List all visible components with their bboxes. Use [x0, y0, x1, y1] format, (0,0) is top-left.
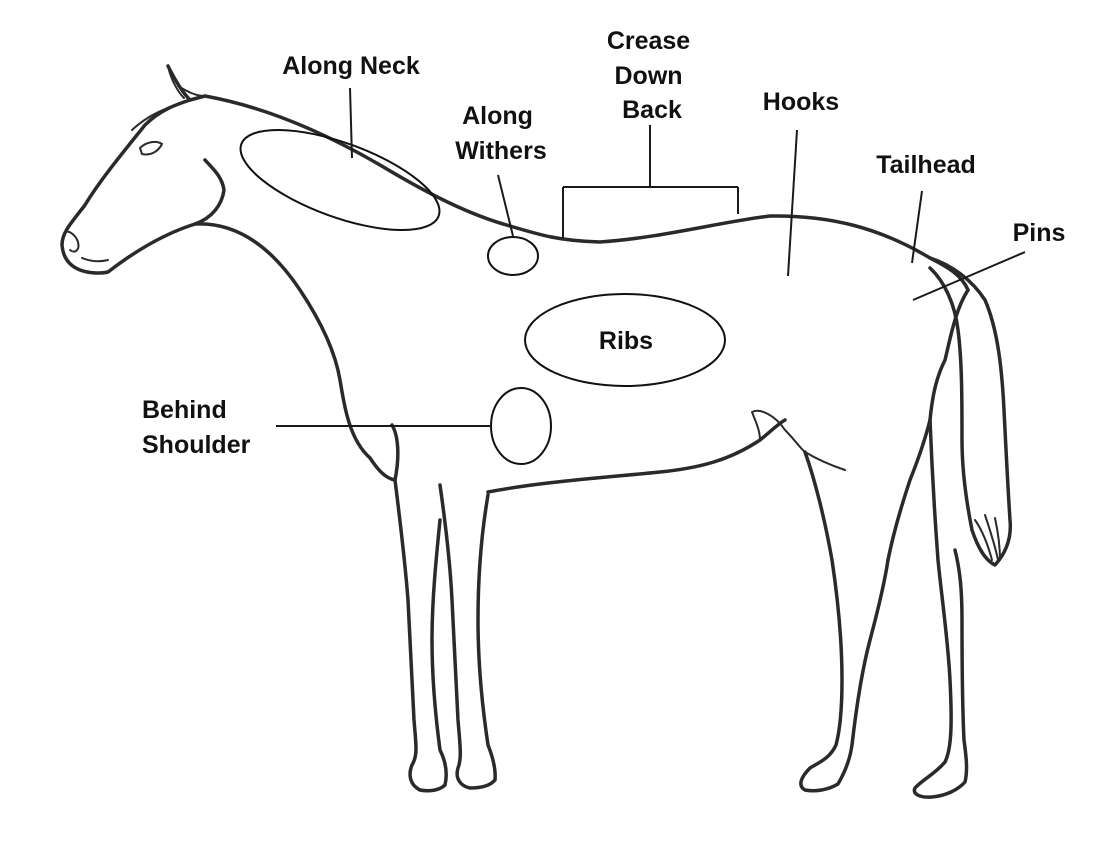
label-along-withers: Along Withers	[455, 102, 546, 165]
horse-hind-leg-near	[799, 450, 890, 793]
horse-brow	[131, 105, 176, 131]
horse-stifle	[804, 451, 846, 471]
label-tailhead: Tailhead	[876, 151, 976, 179]
horse-tail	[928, 256, 1013, 567]
horse-chest	[368, 423, 400, 482]
horse-hind-leg-far	[886, 288, 970, 562]
label-behind-shoulder-line2: Shoulder	[142, 431, 251, 459]
label-crease-down-back-line2: Down	[615, 62, 683, 90]
horse-head	[60, 98, 226, 275]
label-along-withers-line2: Withers	[455, 137, 546, 165]
horse-ear	[167, 65, 206, 99]
horse-topline	[166, 64, 970, 292]
label-behind-shoulder-line1: Behind	[142, 396, 227, 424]
horse-mouth	[81, 257, 109, 263]
horse-outline	[60, 64, 1013, 799]
horse-belly	[486, 418, 787, 494]
horse-sheath	[751, 410, 806, 453]
labels: Along Neck Along Withers Crease Down Bac…	[142, 27, 1065, 459]
horse-tail-hair	[974, 514, 1001, 561]
leader-along-neck	[349, 87, 353, 159]
leader-along-withers	[497, 174, 514, 237]
horse-neck-underline	[193, 222, 372, 460]
label-ribs: Ribs	[599, 327, 653, 355]
leader-lines	[276, 87, 1026, 427]
region-along-neck	[239, 129, 441, 231]
label-along-neck: Along Neck	[282, 52, 420, 80]
horse-eye	[139, 140, 163, 156]
leader-hooks	[787, 129, 798, 277]
label-along-withers-line1: Along	[462, 102, 533, 130]
leader-crease-down-back	[562, 125, 739, 238]
horse-muzzle	[64, 230, 80, 253]
leader-tailhead	[911, 190, 923, 264]
label-behind-shoulder: Behind Shoulder	[142, 396, 251, 459]
label-pins: Pins	[1013, 219, 1066, 247]
region-along-withers	[487, 236, 539, 276]
region-behind-shoulder	[490, 387, 552, 465]
horse-front-leg-near	[393, 478, 448, 793]
label-crease-down-back-line1: Crease	[607, 27, 690, 55]
label-crease-down-back-line3: Back	[622, 96, 682, 124]
label-hooks: Hooks	[763, 88, 839, 116]
leader-pins	[912, 251, 1026, 301]
horse-hind-leg-far-lower	[912, 418, 969, 799]
region-ribs	[524, 293, 726, 387]
horse-front-leg-far	[438, 483, 497, 790]
label-crease-down-back: Crease Down Back	[607, 27, 697, 124]
